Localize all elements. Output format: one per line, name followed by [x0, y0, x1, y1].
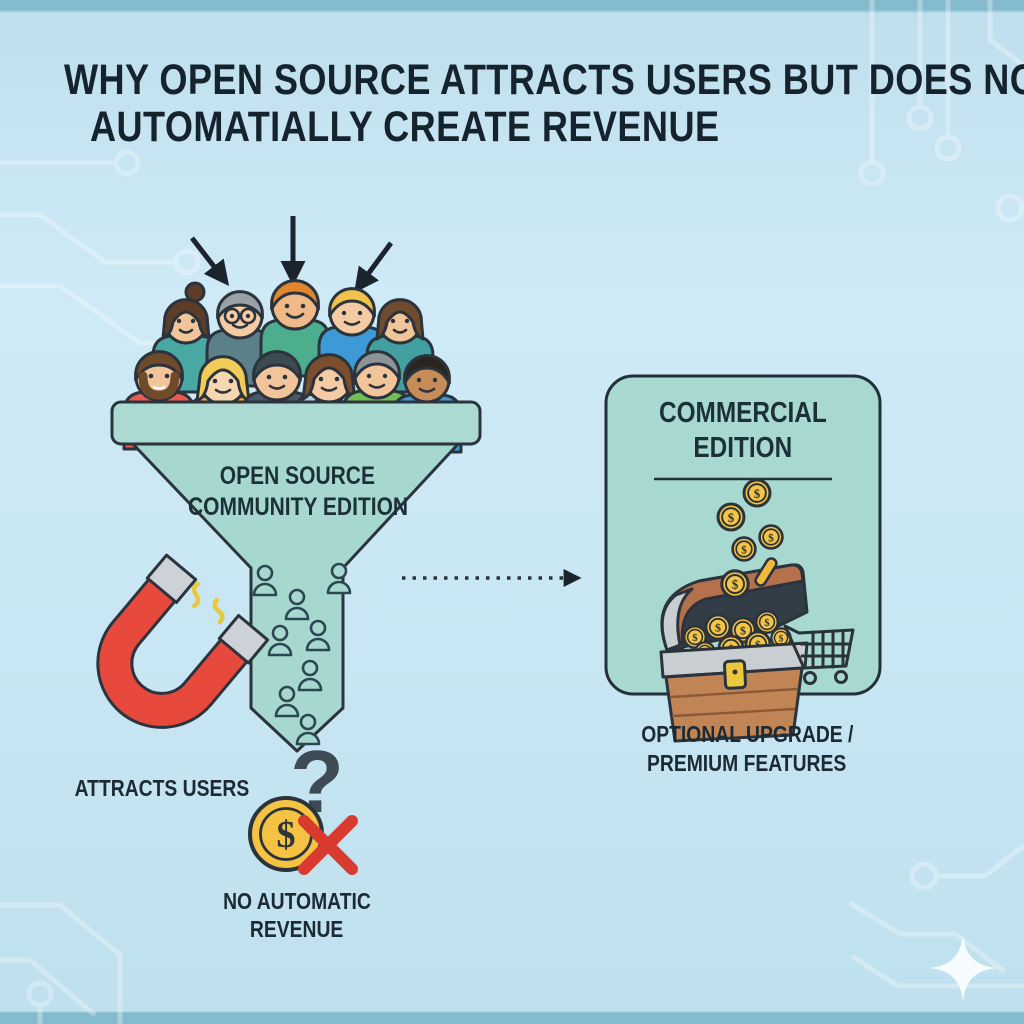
funnel-label-line2: COMMUNITY EDITION — [187, 493, 409, 521]
upgrade-caption-line1: OPTIONAL UPGRADE / — [640, 721, 854, 747]
no-revenue-caption: NO AUTOMATIC REVENUE — [202, 887, 392, 943]
commercial-box — [604, 374, 882, 743]
commercial-box-title: COMMERCIAL EDITION — [613, 396, 873, 466]
shopping-cart-icon — [783, 624, 855, 685]
down-arrow-icon — [190, 236, 230, 286]
upgrade-caption-line2: PREMIUM FEATURES — [647, 750, 847, 776]
no-revenue-line2: REVENUE — [250, 916, 344, 942]
commercial-title-line2: EDITION — [693, 432, 793, 464]
down-arrow-icon — [354, 241, 394, 294]
sparkle-icon — [928, 933, 998, 1003]
red-x-icon — [298, 815, 358, 875]
main-title-line2: AUTOMATIALLY CREATE REVENUE — [90, 103, 720, 151]
no-revenue-line1: NO AUTOMATIC — [223, 888, 371, 914]
svg-text:$: $ — [277, 814, 296, 856]
treasure-chest-icon — [659, 557, 809, 743]
funnel-label: OPEN SOURCE COMMUNITY EDITION — [167, 461, 427, 523]
magnet-caption: ATTRACTS USERS — [74, 775, 250, 801]
magnet-icon — [96, 553, 270, 729]
incoming-user-arrows — [190, 216, 394, 294]
commercial-title-line1: COMMERCIAL — [659, 397, 827, 429]
upgrade-caption: OPTIONAL UPGRADE / PREMIUM FEATURES — [612, 720, 882, 778]
main-title-line1: WHY OPEN SOURCE ATTRACTS USERS BUT DOES … — [64, 56, 1024, 104]
funnel-label-line1: OPEN SOURCE — [219, 462, 375, 490]
funnel-icon — [110, 400, 482, 753]
